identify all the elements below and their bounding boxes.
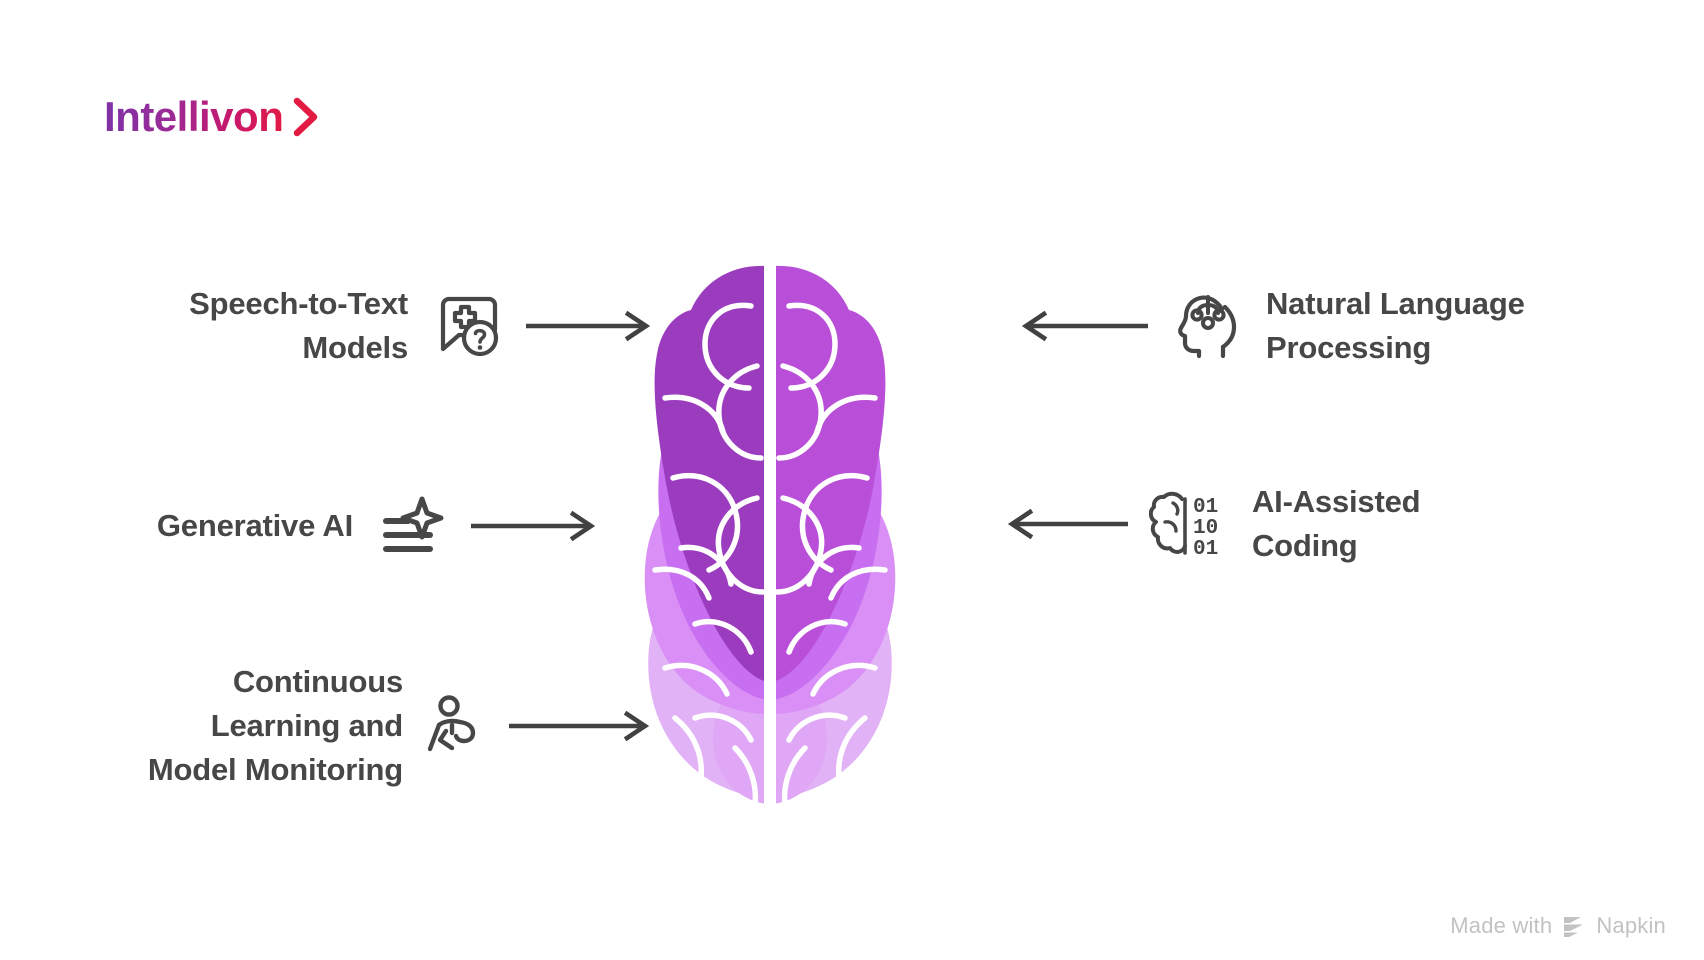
text-lines-sparkle-icon [375,490,447,562]
chevron-right-icon [294,97,318,137]
item-label-speech-to-text: Speech-to-Text Models [189,286,408,366]
item-label-continuous-learning: Continuous Learning and Model Monitoring [147,664,403,788]
item-ai-assisted-coding[interactable]: 01 10 01 AI-Assisted Coding [1000,480,1650,568]
watermark-prefix: Made with [1450,913,1553,938]
svg-text:10: 10 [1193,517,1218,540]
item-generative-ai[interactable]: Generative AI [56,490,601,562]
speech-bubble-plus-question-icon [430,290,502,362]
brain-binary-code-icon: 01 10 01 [1148,488,1234,560]
item-label-generative-ai: Generative AI [156,507,353,543]
napkin-chevron-stack-icon [1564,917,1584,937]
arrow-right-icon [507,709,655,743]
head-neural-network-icon [1172,290,1244,362]
made-with-napkin-watermark: Made with Napkin [1450,914,1666,938]
item-continuous-learning[interactable]: Continuous Learning and Model Monitoring [40,660,655,792]
svg-text:01: 01 [1193,496,1218,519]
watermark-product: Napkin [1596,913,1666,938]
item-label-ai-assisted-coding: AI-Assisted Coding [1252,484,1421,564]
brain-sulci-lines [652,302,888,807]
item-natural-language-processing[interactable]: Natural Language Processing [1010,282,1650,370]
arrow-right-icon [524,309,656,343]
brain-illustration [644,258,896,808]
item-label-natural-language-processing: Natural Language Processing [1266,286,1525,366]
svg-text:01: 01 [1193,538,1218,559]
item-speech-to-text[interactable]: Speech-to-Text Models [56,282,656,370]
brain-core-layer [654,265,886,682]
brain-central-fissure [764,258,776,808]
arrow-left-icon [1000,507,1130,541]
brand-logo: Intellivon [104,96,321,138]
arrow-left-icon [1010,309,1150,343]
brand-name: Intellivon [104,93,284,140]
arrow-right-icon [469,509,601,543]
running-person-icon [419,690,491,762]
